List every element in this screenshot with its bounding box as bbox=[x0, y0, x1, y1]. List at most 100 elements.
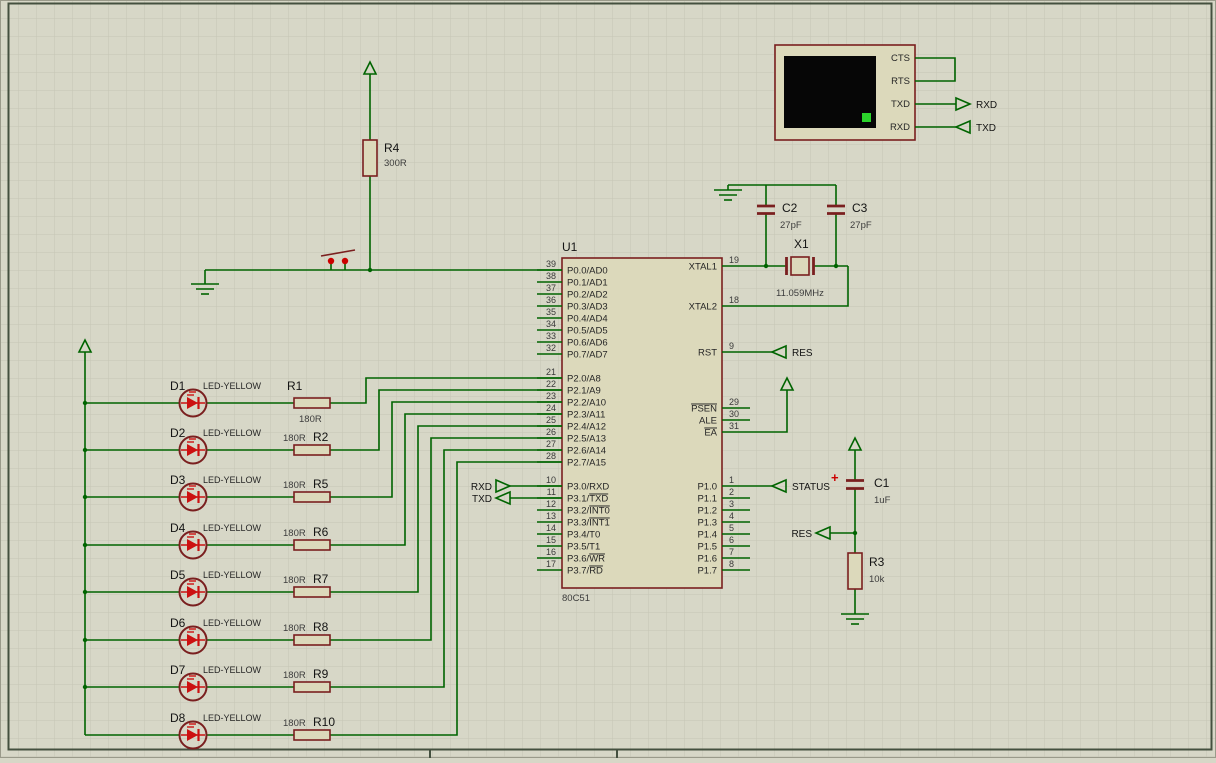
power-arrow[interactable] bbox=[77, 338, 93, 353]
pin-number: 10 bbox=[546, 475, 556, 485]
pin-number: 38 bbox=[546, 271, 556, 281]
power-arrow[interactable] bbox=[779, 376, 795, 391]
signal-arrow[interactable] bbox=[769, 344, 787, 360]
c1-ref: C1 bbox=[874, 476, 890, 490]
wire[interactable] bbox=[330, 437, 562, 641]
c2-ref: C2 bbox=[782, 201, 798, 215]
led-triangle bbox=[187, 444, 198, 456]
led-D6[interactable] bbox=[178, 625, 208, 655]
wire[interactable] bbox=[330, 389, 562, 451]
wire[interactable] bbox=[330, 425, 562, 593]
pin-name: P3.2/INT0 bbox=[567, 506, 610, 517]
crystal-X1[interactable] bbox=[790, 256, 810, 276]
wire[interactable] bbox=[330, 377, 562, 404]
power-arrow[interactable] bbox=[847, 436, 863, 451]
resistor-ref: R9 bbox=[313, 667, 329, 681]
mcu-part: 80C51 bbox=[562, 593, 590, 604]
led-triangle bbox=[187, 681, 198, 693]
button-contact[interactable] bbox=[341, 257, 349, 265]
led-ref: D5 bbox=[170, 568, 186, 582]
r3-value: 10k bbox=[869, 574, 885, 585]
wire[interactable] bbox=[330, 449, 562, 688]
pin-number: 26 bbox=[546, 427, 556, 437]
pin-number: 32 bbox=[546, 343, 556, 353]
pin-name: P2.0/A8 bbox=[567, 374, 601, 385]
led-ref: D8 bbox=[170, 711, 186, 725]
pin-number: 36 bbox=[546, 295, 556, 305]
signal-arrow[interactable] bbox=[493, 490, 511, 506]
resistor-R6[interactable] bbox=[293, 539, 331, 551]
pin-number: 13 bbox=[546, 511, 556, 521]
resistor-R10[interactable] bbox=[293, 729, 331, 741]
resistor-ref: R8 bbox=[313, 620, 329, 634]
junction-dot bbox=[852, 530, 858, 536]
led-D7[interactable] bbox=[178, 672, 208, 702]
resistor-value: 180R bbox=[283, 623, 306, 634]
resistor-ref: R2 bbox=[313, 430, 329, 444]
pin-name: P0.1/AD1 bbox=[567, 278, 608, 289]
pin-number: 27 bbox=[546, 439, 556, 449]
led-triangle bbox=[187, 397, 198, 409]
led-D3[interactable] bbox=[178, 482, 208, 512]
pin-number: 12 bbox=[546, 499, 556, 509]
signal-arrow[interactable] bbox=[813, 525, 831, 541]
pin-number: 19 bbox=[729, 255, 739, 265]
mcu-ref: U1 bbox=[562, 240, 578, 254]
resistor-R8[interactable] bbox=[293, 634, 331, 646]
resistor-R4[interactable] bbox=[362, 139, 378, 177]
led-D1[interactable] bbox=[178, 388, 208, 418]
pin-number: 9 bbox=[729, 341, 734, 351]
resistor-value: 180R bbox=[299, 414, 322, 425]
resistor-value: 180R bbox=[283, 718, 306, 729]
signal-arrow[interactable] bbox=[955, 96, 973, 112]
resistor-R3[interactable] bbox=[847, 552, 863, 590]
led-ref: D1 bbox=[170, 379, 186, 393]
pin-number: 8 bbox=[729, 559, 734, 569]
led-triangle bbox=[187, 586, 198, 598]
terminal-pin-cts: CTS bbox=[891, 53, 910, 64]
pin-number: 11 bbox=[547, 487, 556, 497]
resistor-R9[interactable] bbox=[293, 681, 331, 693]
pin-name: XTAL2 bbox=[689, 302, 717, 313]
wire[interactable] bbox=[330, 461, 562, 736]
pin-number: 21 bbox=[546, 367, 556, 377]
button-actuator[interactable] bbox=[320, 249, 356, 257]
terminal-screen bbox=[784, 56, 876, 128]
terminal-pin-rts: RTS bbox=[891, 76, 910, 87]
pin-name: P2.1/A9 bbox=[567, 386, 601, 397]
pin-name: P3.1/TXD bbox=[567, 494, 608, 505]
pin-name: P2.5/A13 bbox=[567, 434, 606, 445]
r4-ref: R4 bbox=[384, 141, 400, 155]
resistor-R7[interactable] bbox=[293, 586, 331, 598]
resistor-R5[interactable] bbox=[293, 491, 331, 503]
signal-arrow[interactable] bbox=[769, 478, 787, 494]
mcu-body[interactable] bbox=[561, 257, 723, 589]
pin-name: P3.4/T0 bbox=[567, 530, 600, 541]
pin-number: 30 bbox=[729, 409, 739, 419]
led-D2[interactable] bbox=[178, 435, 208, 465]
power-arrow[interactable] bbox=[362, 60, 378, 75]
resistor-R2[interactable] bbox=[293, 444, 331, 456]
terminal-txd-tag: TXD bbox=[976, 123, 996, 134]
button-contact[interactable] bbox=[327, 257, 335, 265]
led-D8[interactable] bbox=[178, 720, 208, 750]
wire[interactable] bbox=[750, 266, 849, 307]
pin-name: P0.2/AD2 bbox=[567, 290, 608, 301]
led-D5[interactable] bbox=[178, 577, 208, 607]
led-D4[interactable] bbox=[178, 530, 208, 560]
resistor-R1[interactable] bbox=[293, 397, 331, 409]
terminal-rxd-tag: RXD bbox=[976, 100, 997, 111]
wire[interactable] bbox=[915, 57, 956, 82]
signal-arrow[interactable] bbox=[495, 478, 513, 494]
pin-name: P1.0 bbox=[697, 482, 717, 493]
x1-ref: X1 bbox=[794, 237, 809, 251]
signal-arrow[interactable] bbox=[953, 119, 971, 135]
junction-dot bbox=[833, 263, 839, 269]
wire[interactable] bbox=[330, 413, 562, 546]
wire[interactable] bbox=[330, 401, 562, 498]
junction-dot bbox=[82, 637, 88, 643]
pin-number: 3 bbox=[729, 499, 734, 509]
pin-number: 16 bbox=[546, 547, 556, 557]
wire[interactable] bbox=[750, 390, 788, 433]
